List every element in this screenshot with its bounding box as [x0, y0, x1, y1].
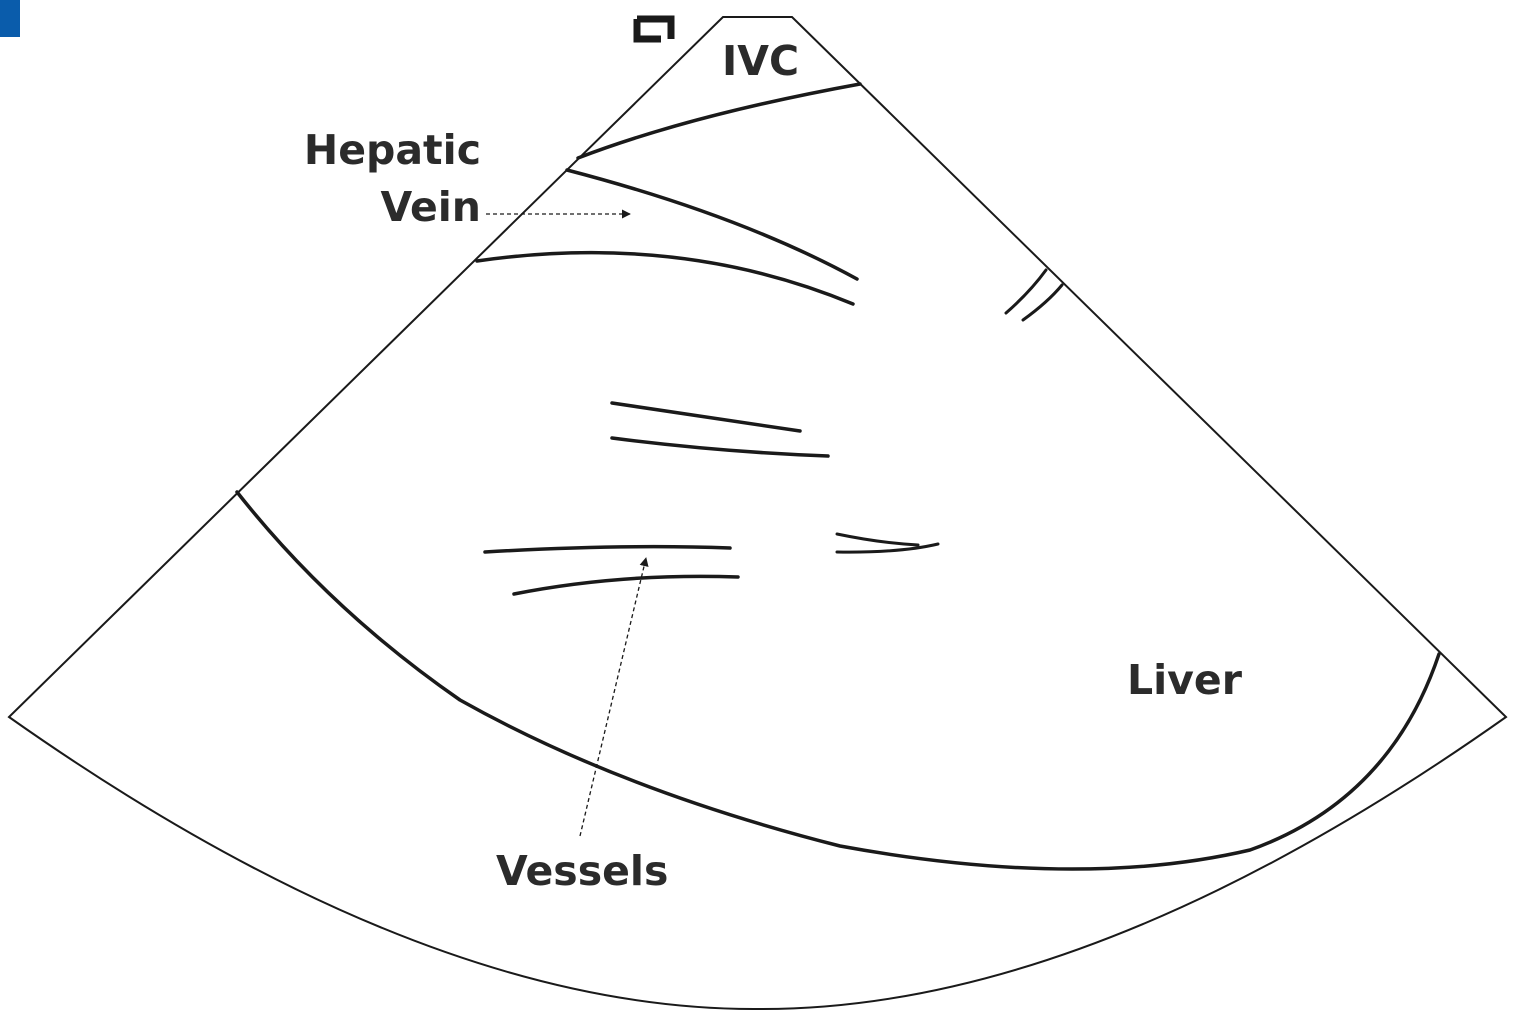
- lower-vessel-lower-wall: [514, 576, 738, 594]
- vessels-label: Vessels: [496, 847, 668, 895]
- ivc-label: IVC: [722, 37, 799, 85]
- middle-vessel-upper-wall: [612, 403, 800, 431]
- ivc-wall: [578, 84, 860, 158]
- hepatic-vein-label-line1: Hepatic: [304, 126, 481, 174]
- hepatic-vein-lower-wall: [477, 253, 853, 304]
- vessels-leader-arrow: [580, 558, 646, 836]
- ultrasound-sector-outline: [9, 17, 1506, 1009]
- middle-vessel-lower-wall: [612, 438, 828, 456]
- small-vessel-upper-wall: [837, 534, 918, 545]
- probe-orientation-marker-icon: [637, 19, 671, 39]
- hepatic-vein-label-line2: Vein: [380, 183, 481, 231]
- lower-vessel-upper-wall: [485, 547, 730, 552]
- liver-boundary: [237, 492, 1439, 869]
- small-vessel-lower-wall: [837, 544, 938, 552]
- liver-label: Liver: [1127, 656, 1243, 704]
